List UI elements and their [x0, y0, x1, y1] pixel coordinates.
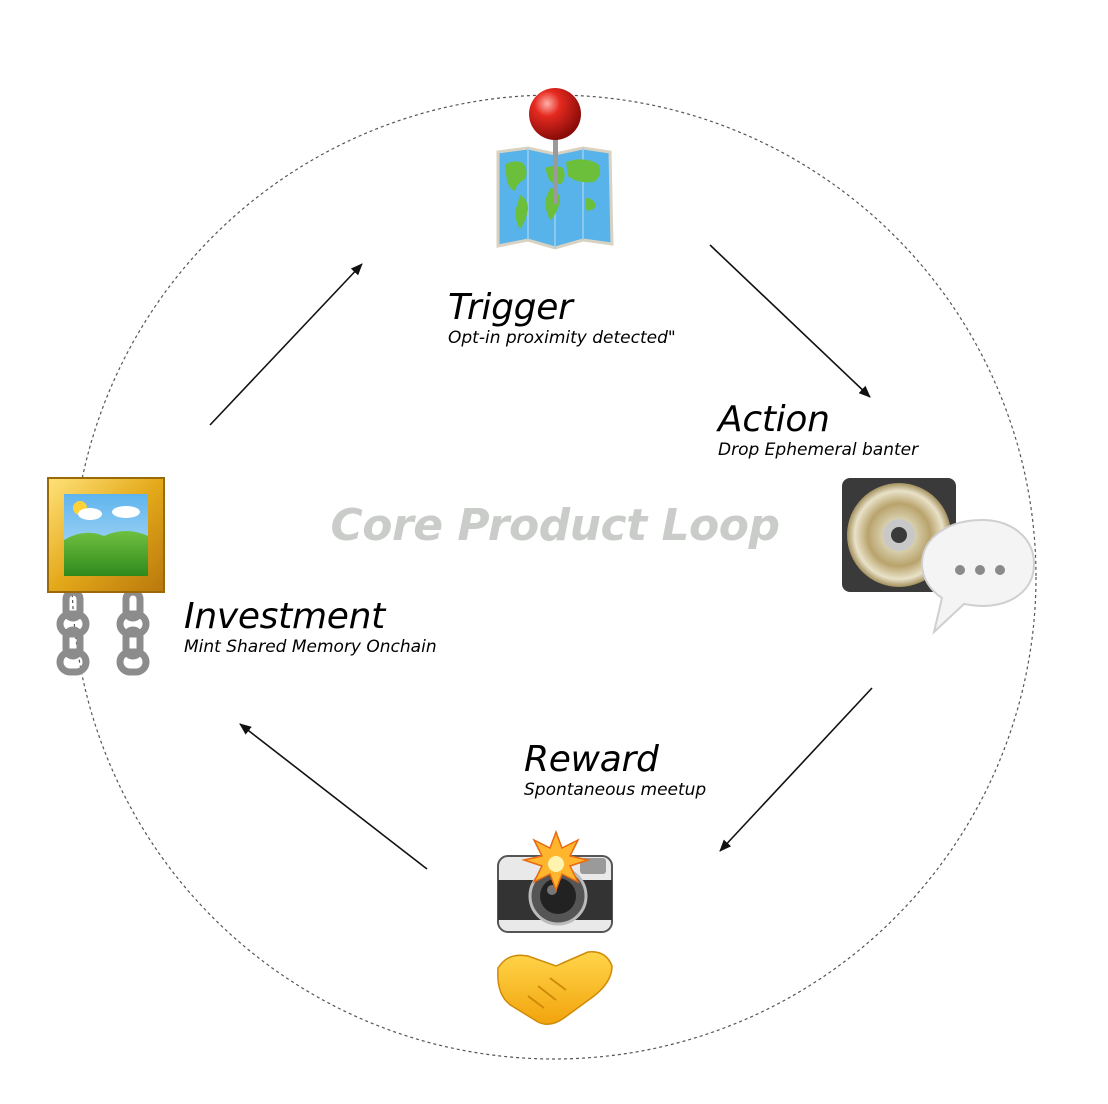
stage-investment-title: Investment [184, 596, 385, 637]
stage-reward: Reward Spontaneous meetup [524, 739, 707, 801]
stage-trigger: Trigger Opt-in proximity detected" [448, 287, 676, 349]
arrow-action-to-reward [719, 687, 873, 852]
stage-investment: Investment Mint Shared Memory Onchain [184, 596, 437, 658]
pushpin-map-icon [496, 88, 614, 250]
stage-action-title: Action [718, 399, 830, 440]
arrow-trigger-to-action [709, 244, 871, 398]
disc-speech-bubble-icon [842, 478, 1036, 635]
camera-flash-handshake-icon [497, 829, 613, 1025]
stage-action-subtitle: Drop Ephemeral banter [718, 440, 919, 460]
arrow-investment-to-trigger [209, 263, 363, 426]
stage-reward-title: Reward [524, 739, 659, 780]
arrow-reward-to-investment [239, 723, 428, 870]
stage-investment-subtitle: Mint Shared Memory Onchain [184, 637, 437, 657]
stage-reward-subtitle: Spontaneous meetup [524, 780, 707, 800]
stage-trigger-title: Trigger [448, 287, 573, 328]
diagram-title: Core Product Loop [330, 500, 780, 551]
stage-action: Action Drop Ephemeral banter [718, 399, 919, 461]
stage-trigger-subtitle: Opt-in proximity detected" [448, 328, 676, 348]
framed-picture-chains-icon [47, 477, 165, 676]
